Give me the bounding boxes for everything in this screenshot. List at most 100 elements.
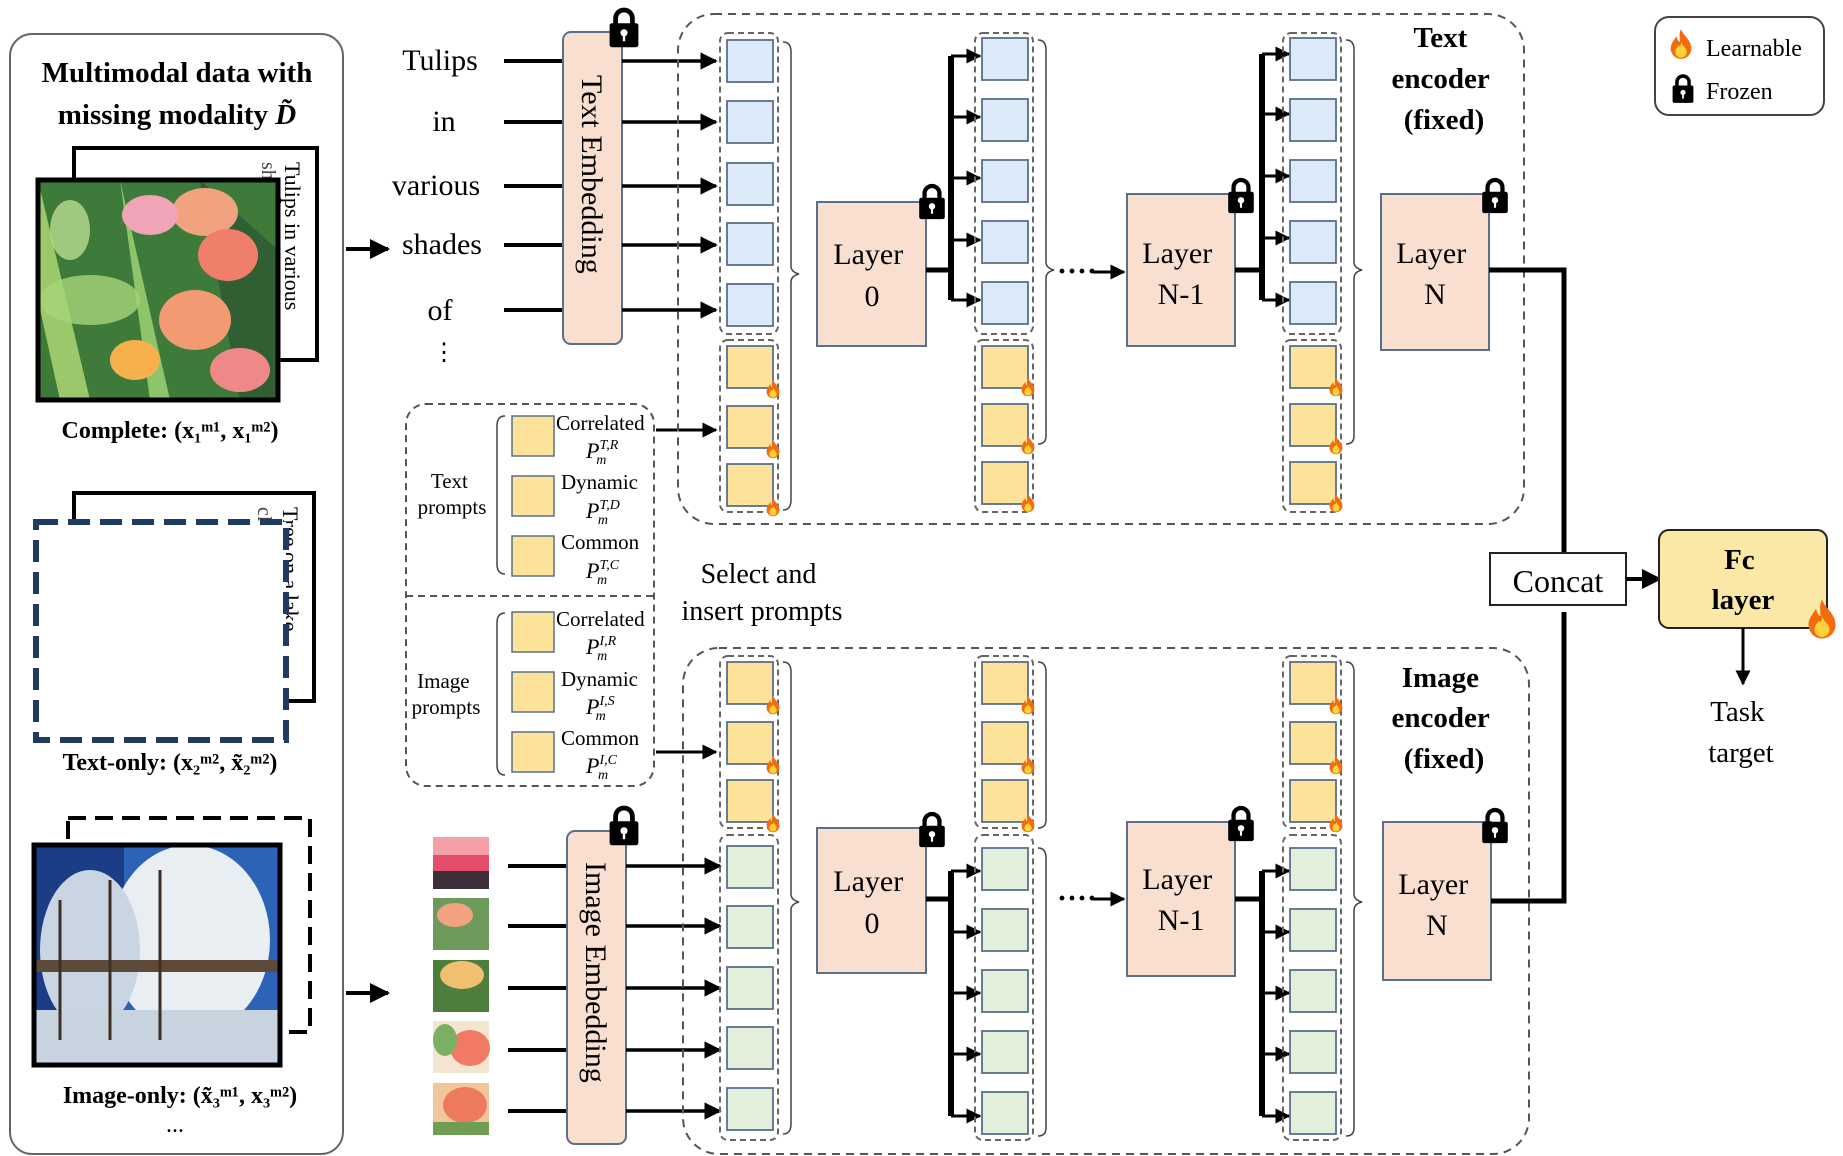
text-layer-0-fanout xyxy=(926,56,954,300)
image-layer-0-fanout xyxy=(926,871,954,1116)
patch-0 xyxy=(433,837,489,889)
tulip-image xyxy=(38,180,278,400)
text-prompts-label: Text prompts xyxy=(418,469,487,519)
legend: Learnable Frozen xyxy=(1654,16,1825,116)
image-layer-n-1-label: Layer N-1 xyxy=(1142,863,1219,937)
image-prompt-correlated-name: Correlated xyxy=(556,607,645,631)
image-embedding-block: Image Embedding xyxy=(566,808,639,1145)
image-layer-0-label: Layer 0 xyxy=(833,865,910,940)
lock-icon xyxy=(610,808,639,845)
token-1: in xyxy=(432,105,455,138)
image-token-column-1 xyxy=(974,655,1047,1141)
text-encoder: Text encoder (fixed) xyxy=(677,13,1525,525)
text-prompt-dynamic-name: Dynamic xyxy=(561,470,638,494)
concat-label: Concat xyxy=(1513,563,1604,599)
concat-block: Concat xyxy=(1489,552,1627,606)
panel-title-line1: Multimodal data with xyxy=(42,57,313,89)
left-data-panel: Multimodal data with missing modality D̃… xyxy=(9,33,344,1155)
task-target-label: Task target xyxy=(1708,696,1774,769)
image-prompts-label: Image prompts xyxy=(412,669,481,719)
image-only-sample-card xyxy=(31,816,312,1068)
text-tokens: Tulips in various shades of ⋮ xyxy=(392,44,482,366)
lock-icon xyxy=(1228,808,1254,841)
image-layer-n-1: Layer N-1 xyxy=(1126,808,1254,977)
text-encoder-dots: ···· xyxy=(1057,255,1097,288)
text-embedding-output-arrows xyxy=(622,52,718,319)
lock-icon xyxy=(610,10,639,47)
complete-card-text: Tulips in various xyxy=(280,162,305,310)
image-embedding-output-arrows xyxy=(626,857,722,1120)
text-layer-n-1-fanout-arrows xyxy=(1262,46,1291,308)
image-layer-n-1-fanout-arrows xyxy=(1262,863,1291,1124)
image-encoder-dots: ···· xyxy=(1057,882,1097,915)
complete-caption: Complete: (x₁ᵐ¹, x₁ᵐ²) xyxy=(62,418,279,444)
lock-icon xyxy=(1482,810,1508,843)
lock-icon xyxy=(1482,180,1508,213)
patch-to-embedding-arrows xyxy=(508,864,570,1113)
legend-learnable: Learnable xyxy=(1706,36,1802,62)
image-prompt-common-name: Common xyxy=(561,726,640,750)
text-only-sample-card: Tree on a lake clear lake a xyxy=(33,491,316,743)
image-token-column-2 xyxy=(1282,655,1363,1141)
text-embedding-label: Text Embedding xyxy=(575,75,608,274)
text-layer-n-1-fanout xyxy=(1235,54,1265,300)
token-3: shades xyxy=(402,228,482,261)
text-encoder-title: Text encoder (fixed) xyxy=(1392,22,1497,136)
fc-layer-block: Fc layer xyxy=(1658,529,1836,639)
text-layer-0: Layer 0 xyxy=(816,186,945,347)
image-layer-n: Layer N xyxy=(1382,810,1508,981)
fusion-connectors xyxy=(1489,267,1567,904)
image-encoder-title: Image encoder (fixed) xyxy=(1392,662,1497,775)
lock-icon xyxy=(919,814,945,847)
token-to-embedding-arrows xyxy=(504,59,566,312)
token-0: Tulips xyxy=(402,44,478,77)
text-layer-n-1-label: Layer N-1 xyxy=(1142,237,1219,311)
text-embedding-block: Text Embedding xyxy=(562,10,639,345)
text-token-column-2 xyxy=(1282,32,1363,513)
text-prompt-correlated-name: Correlated xyxy=(556,411,645,435)
token-2: various xyxy=(392,169,480,202)
text-only-caption: Text-only: (x₂ᵐ², x̃₂ᵐ²) xyxy=(63,750,278,776)
patch-1 xyxy=(433,898,489,950)
prompt-pool: Text prompts Image prompts Correlated PT… xyxy=(405,403,655,787)
text-layer-n-1: Layer N-1 xyxy=(1126,180,1254,347)
image-layer-n-1-fanout xyxy=(1235,871,1265,1116)
image-layer-0: Layer 0 xyxy=(816,814,945,974)
legend-frozen: Frozen xyxy=(1706,79,1773,105)
patch-3 xyxy=(433,1021,490,1073)
patch-4 xyxy=(433,1083,489,1135)
lock-icon xyxy=(919,186,945,219)
image-patches xyxy=(433,837,490,1135)
text-token-column-0 xyxy=(719,32,800,517)
token-5: ⋮ xyxy=(432,340,456,366)
token-4: of xyxy=(428,294,453,327)
tree-lake-image xyxy=(34,845,280,1065)
panel-title-line2: missing modality D̃ xyxy=(58,98,297,131)
text-layer-0-label: Layer 0 xyxy=(833,238,910,313)
text-layer-n-label: Layer N xyxy=(1396,237,1473,311)
text-prompt-common-name: Common xyxy=(561,530,640,554)
image-prompt-dynamic-name: Dynamic xyxy=(561,667,638,691)
patch-2 xyxy=(433,960,489,1012)
image-token-column-0 xyxy=(719,655,800,1141)
image-layer-n-label: Layer N xyxy=(1398,868,1475,942)
text-token-column-1 xyxy=(974,32,1055,513)
panel-ellipsis: ... xyxy=(166,1112,184,1138)
complete-sample-card: Tulips in various shades of xyxy=(35,146,319,403)
lock-icon xyxy=(1228,180,1254,213)
select-insert-label: Select and insert prompts xyxy=(682,559,843,627)
image-embedding-label: Image Embedding xyxy=(579,862,612,1083)
